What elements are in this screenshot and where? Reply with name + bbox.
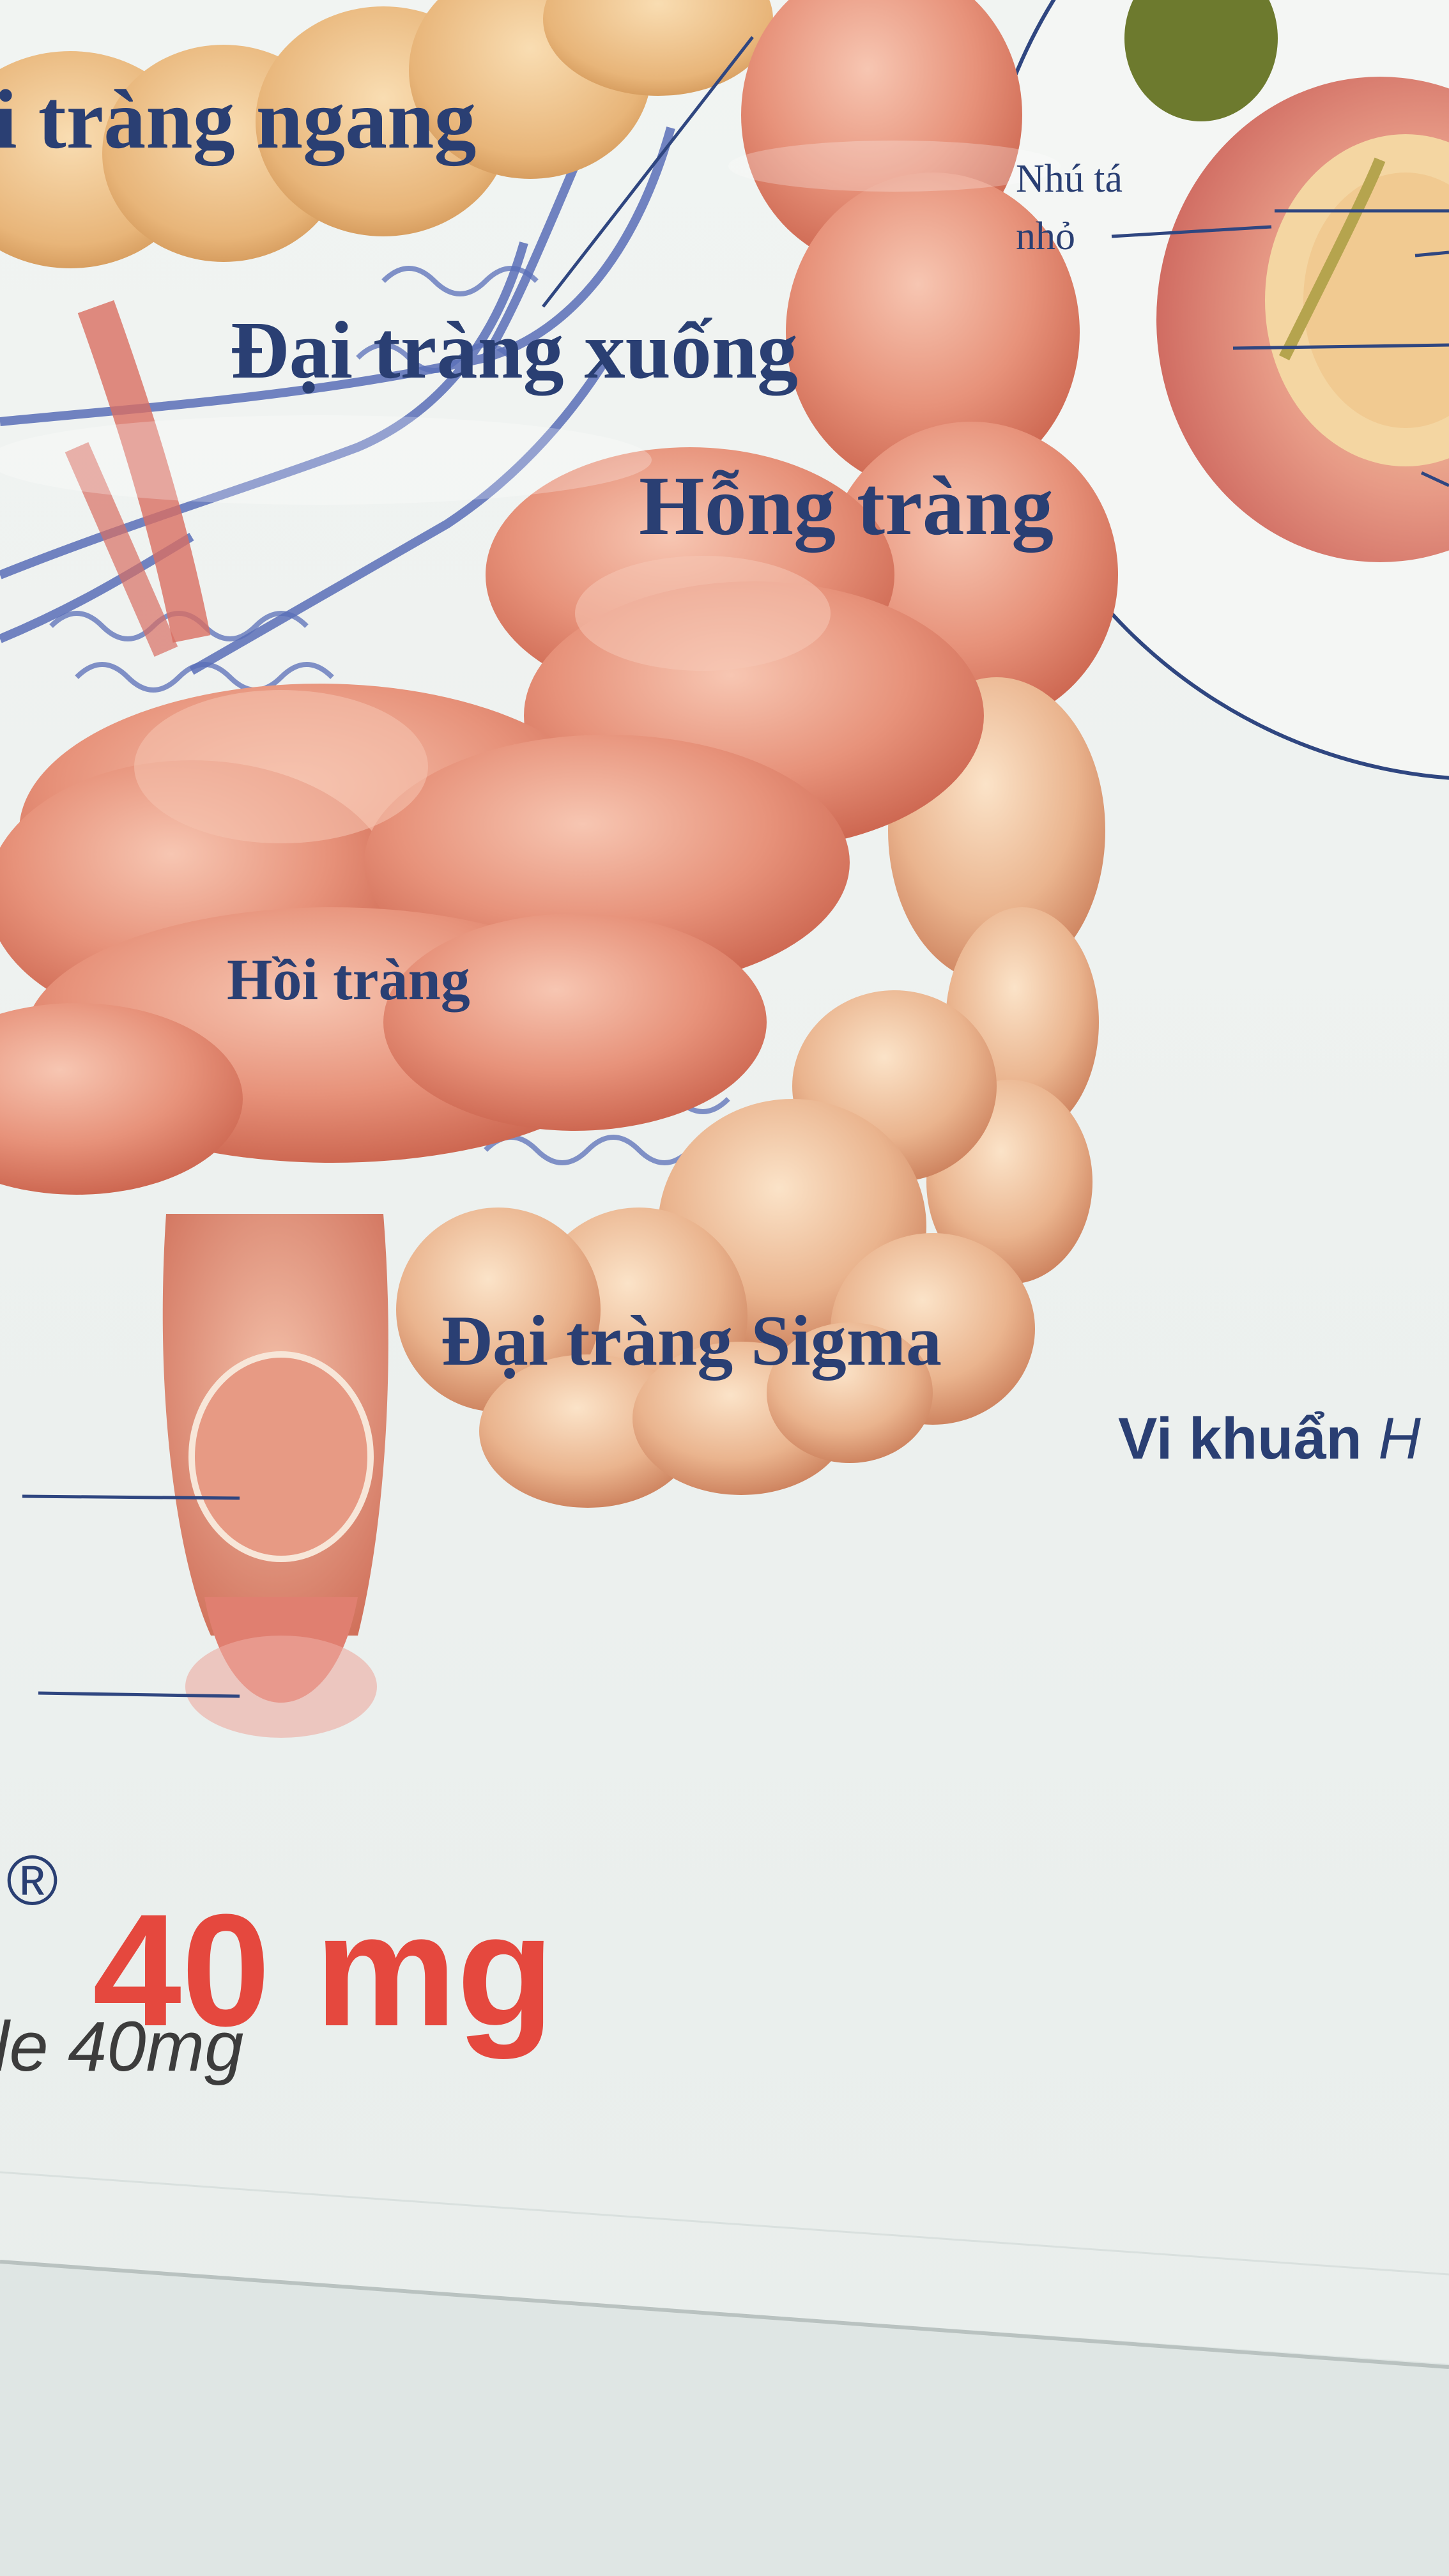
- bacteria-label: Vi khuẩn H: [1118, 1406, 1421, 1473]
- sigmoid-colon-label: Đại tràng Sigma: [441, 1301, 942, 1381]
- registered-mark: ®: [6, 1841, 59, 1920]
- descending-colon-label: Đại tràng xuống: [230, 305, 798, 395]
- bacteria-label-prefix: Vi khuẩn: [1118, 1406, 1362, 1471]
- bacteria-label-italic: H: [1378, 1406, 1421, 1471]
- transverse-colon-label: i tràng ngang: [0, 72, 477, 166]
- minor-papilla-label-line1: Nhú tá: [1016, 157, 1123, 201]
- product-subtitle: le 40mg: [0, 2007, 244, 2086]
- minor-papilla-label-line2: nhỏ: [1016, 215, 1075, 258]
- jejunum-label: Hỗng tràng: [639, 459, 1054, 553]
- ileum-label: Hồi tràng: [227, 947, 470, 1012]
- product-dose: 40 mg: [93, 1881, 555, 2059]
